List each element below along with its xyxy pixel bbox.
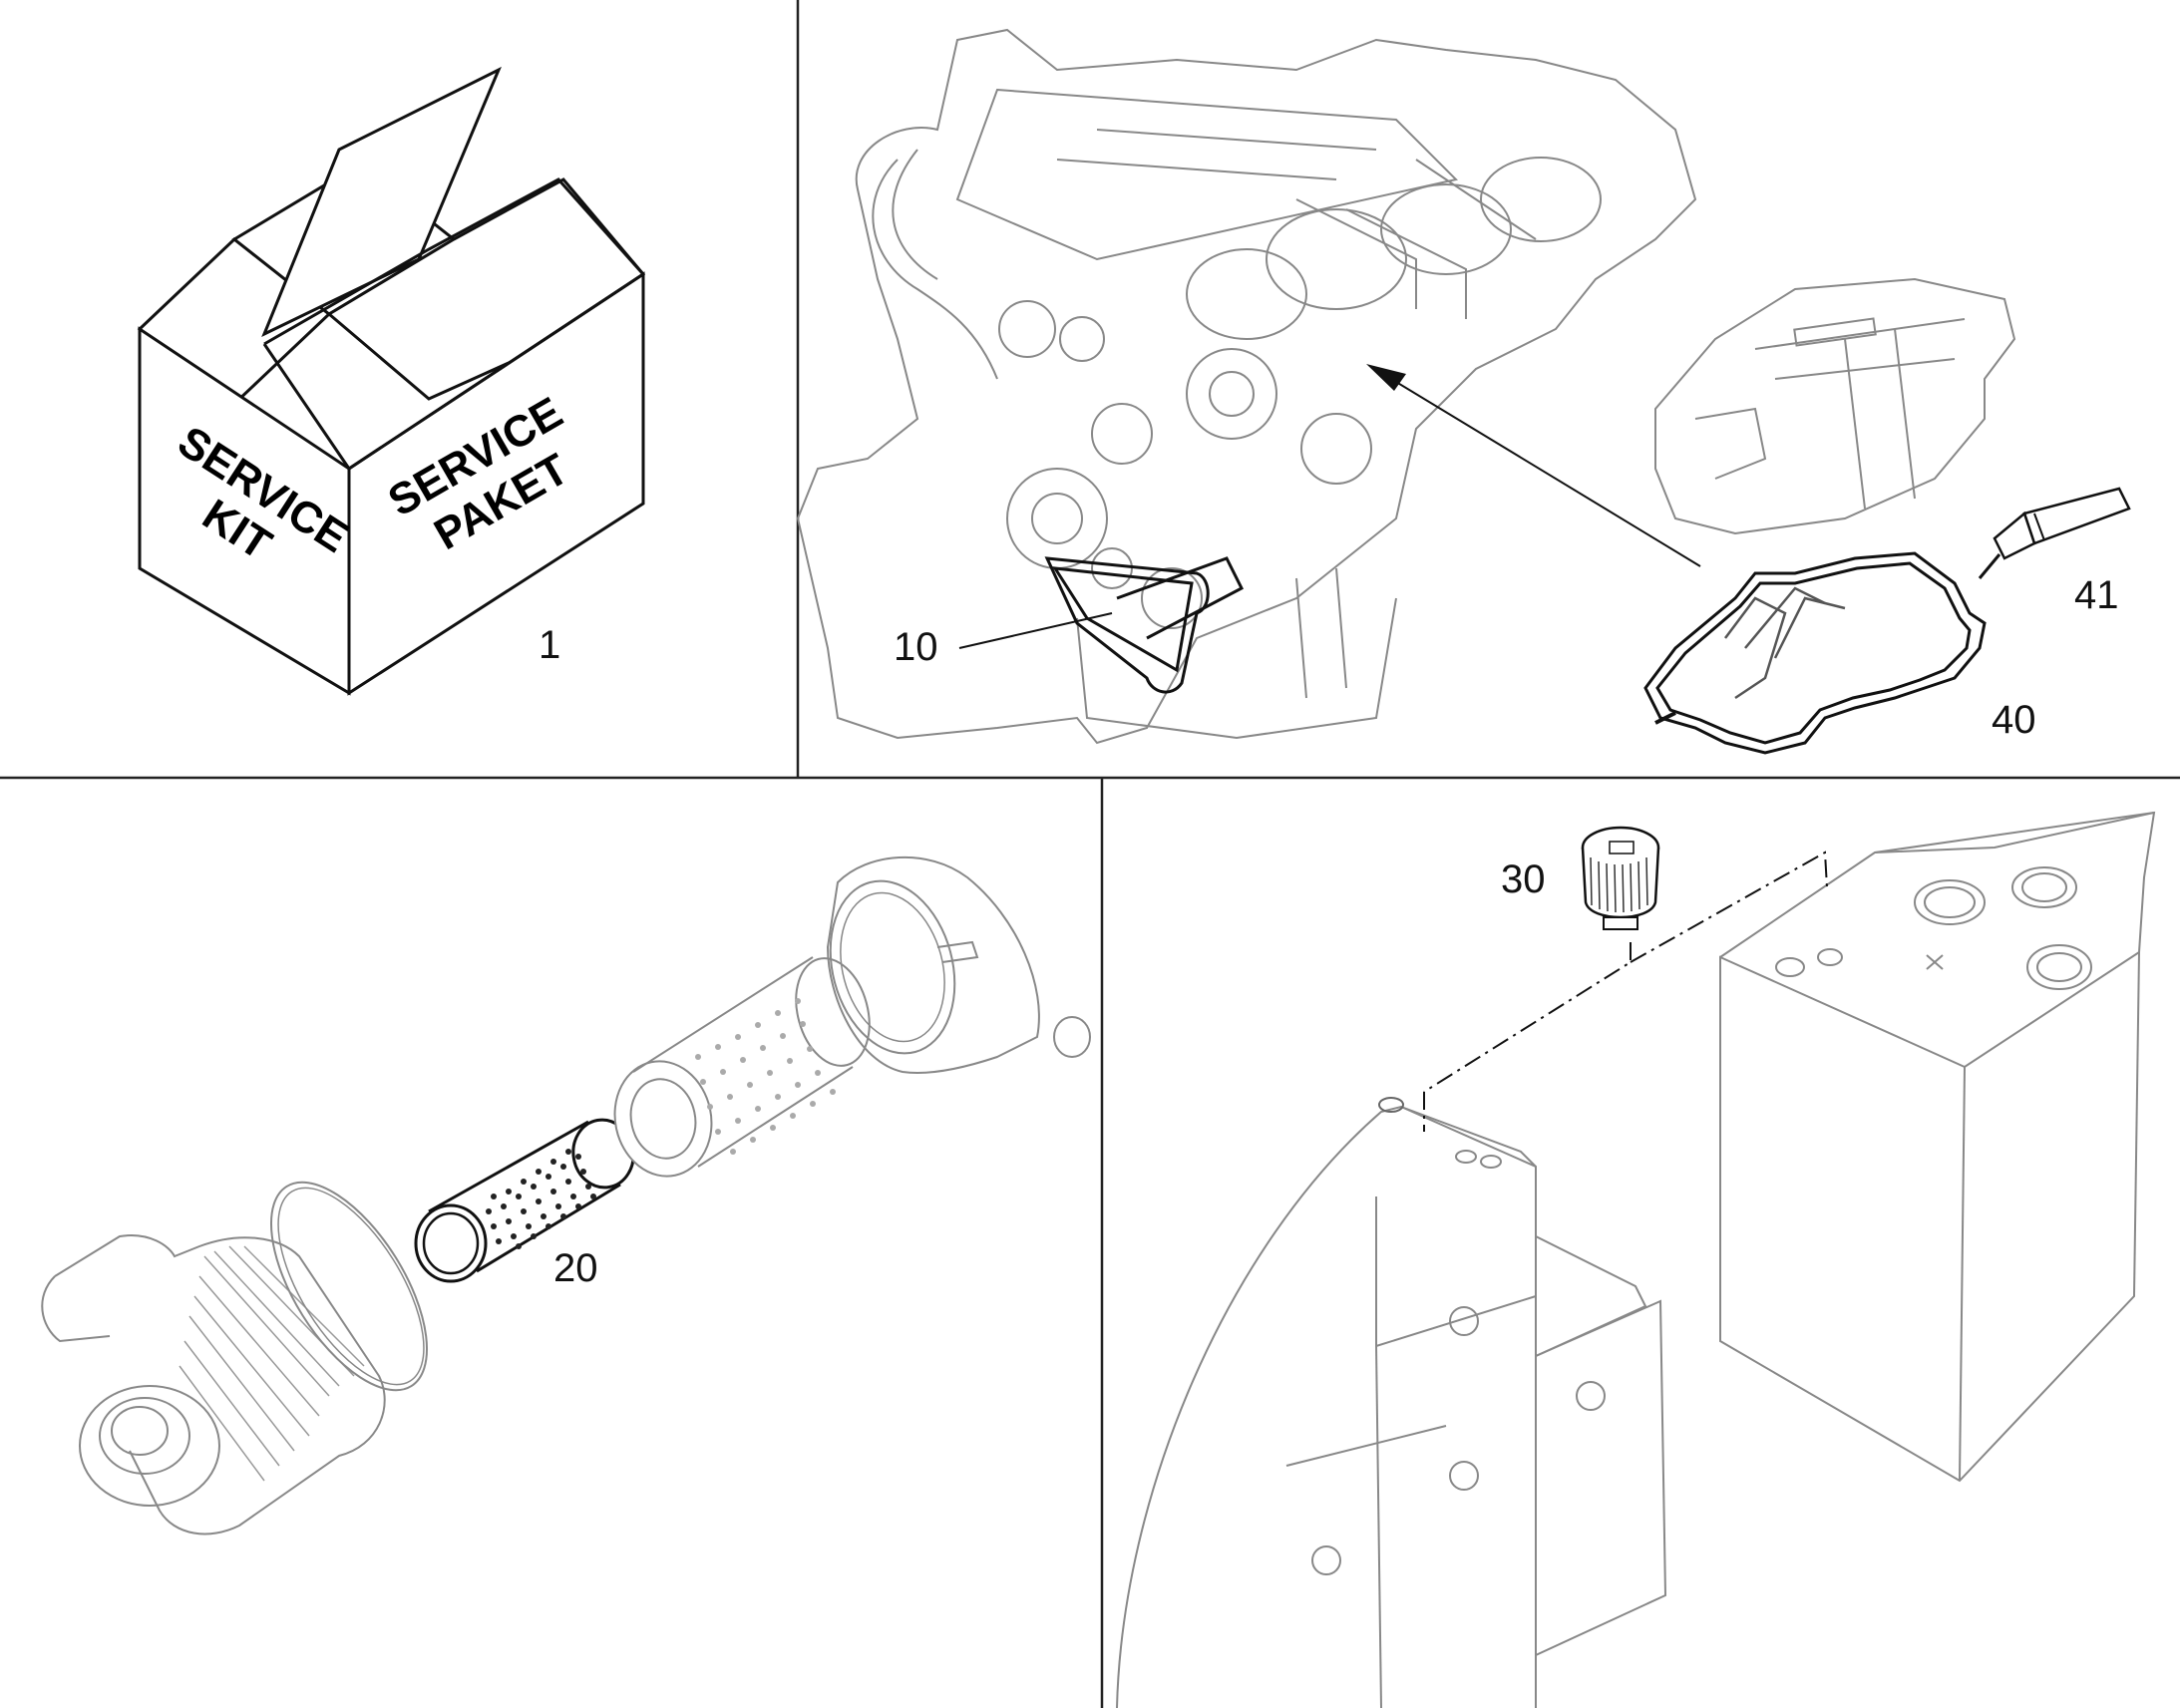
callout-20: 20	[553, 1246, 598, 1290]
service-kit-box: SERVICE KIT SERVICE PAKET	[137, 66, 646, 696]
callout-1: 1	[539, 623, 560, 667]
filler-cap	[1581, 826, 1660, 930]
drive-belt	[1044, 556, 1244, 694]
callout-10: 10	[894, 625, 938, 669]
sealant-tube	[1978, 487, 2131, 579]
callout-41: 41	[2074, 573, 2119, 617]
callout-30: 30	[1501, 857, 1546, 901]
callout-40: 40	[1992, 698, 2036, 742]
filter-element	[414, 1118, 635, 1283]
cylinder-head-gasket	[1643, 551, 1987, 755]
valve-cover	[1654, 277, 2016, 535]
tank-assembly	[1116, 811, 2156, 1708]
engine-illustration	[796, 28, 1697, 745]
air-filter-assembly	[41, 855, 1091, 1536]
